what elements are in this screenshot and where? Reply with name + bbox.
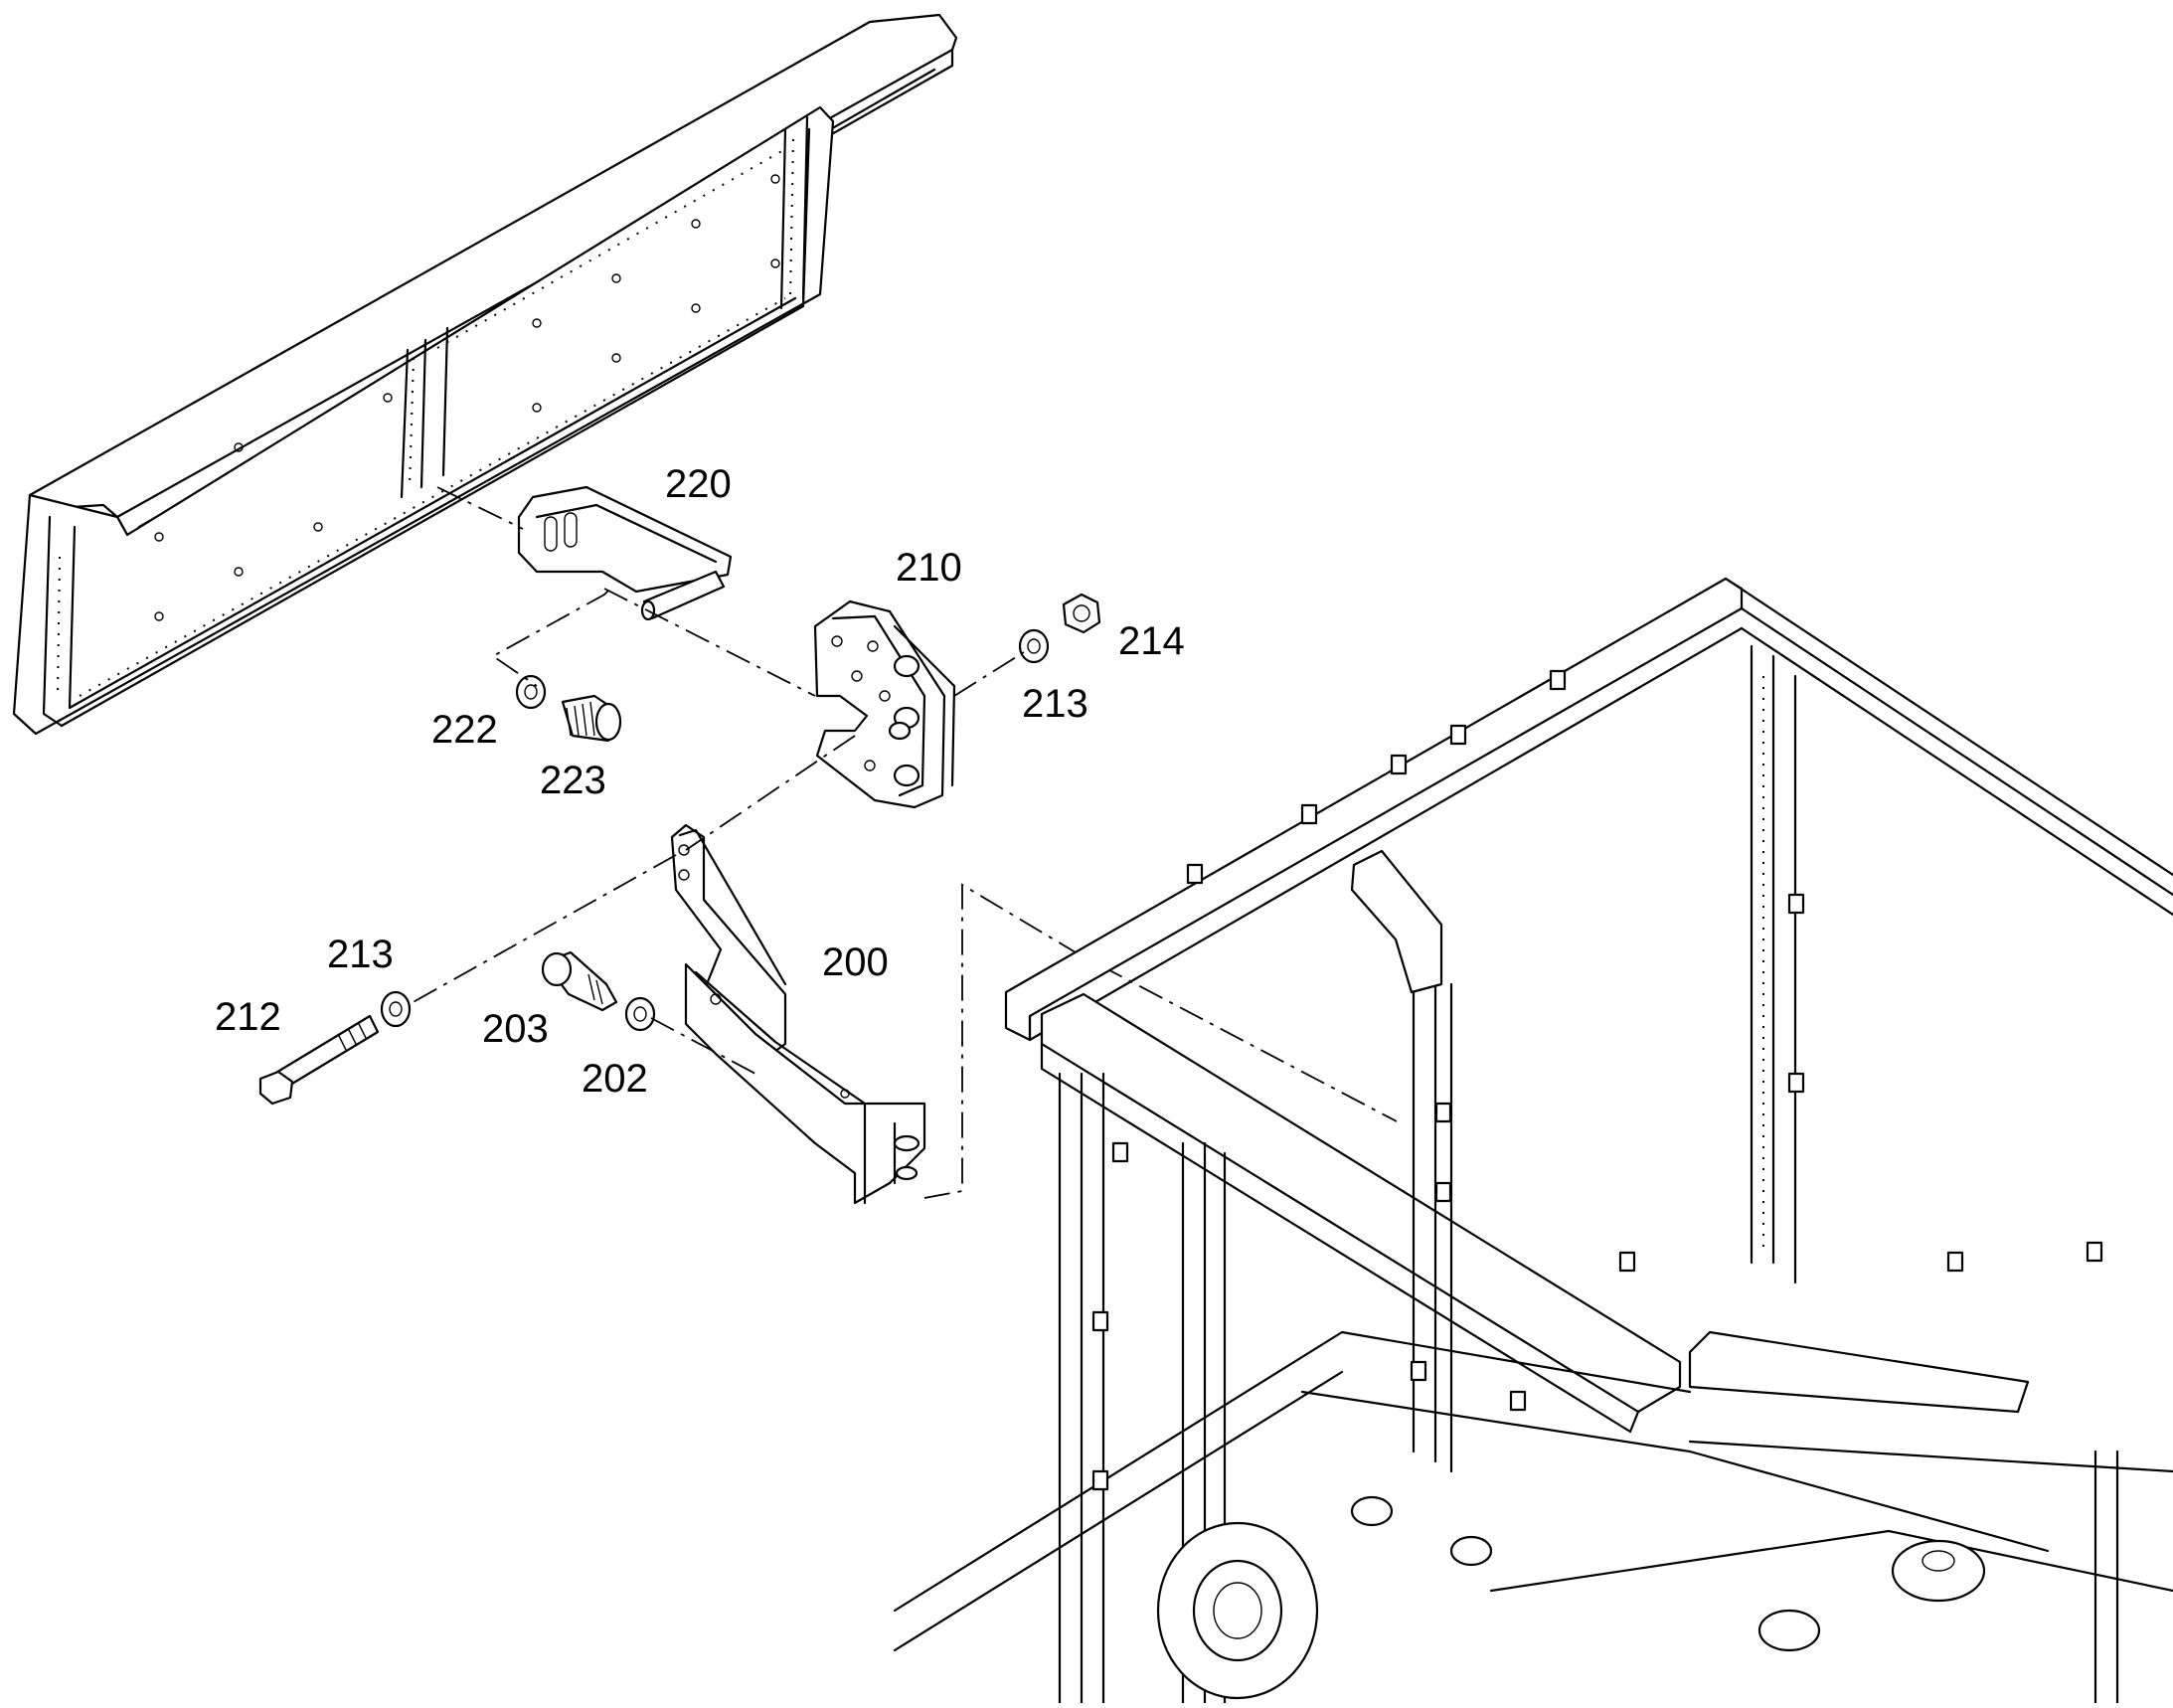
- bolt-223: [561, 694, 622, 743]
- callout-212: 212: [215, 995, 281, 1039]
- callout-210: 210: [896, 546, 962, 590]
- callout-202: 202: [582, 1057, 648, 1101]
- callout-213-lower: 213: [327, 933, 394, 976]
- callout-222: 222: [431, 708, 498, 752]
- callout-220: 220: [665, 462, 732, 506]
- nut-214: [1062, 593, 1101, 634]
- screw-203: [541, 950, 618, 1012]
- washer-213-upper: [1018, 628, 1050, 664]
- washer-213-lower: [380, 990, 412, 1028]
- callout-213-upper: 213: [1022, 682, 1088, 726]
- assembly-lines: [409, 486, 1398, 1199]
- machine-frame: [893, 577, 2173, 1705]
- bracket-220: [517, 485, 733, 621]
- bracket-200: [670, 823, 926, 1205]
- hinge-plate-210: [813, 599, 956, 809]
- callout-200: 200: [822, 940, 889, 984]
- callout-223: 223: [540, 759, 606, 802]
- bolt-212: [258, 1014, 380, 1106]
- callout-203: 203: [482, 1007, 549, 1051]
- callout-214: 214: [1118, 619, 1185, 663]
- side-panel: [12, 13, 958, 736]
- washer-202: [624, 996, 656, 1032]
- washer-222: [515, 674, 547, 710]
